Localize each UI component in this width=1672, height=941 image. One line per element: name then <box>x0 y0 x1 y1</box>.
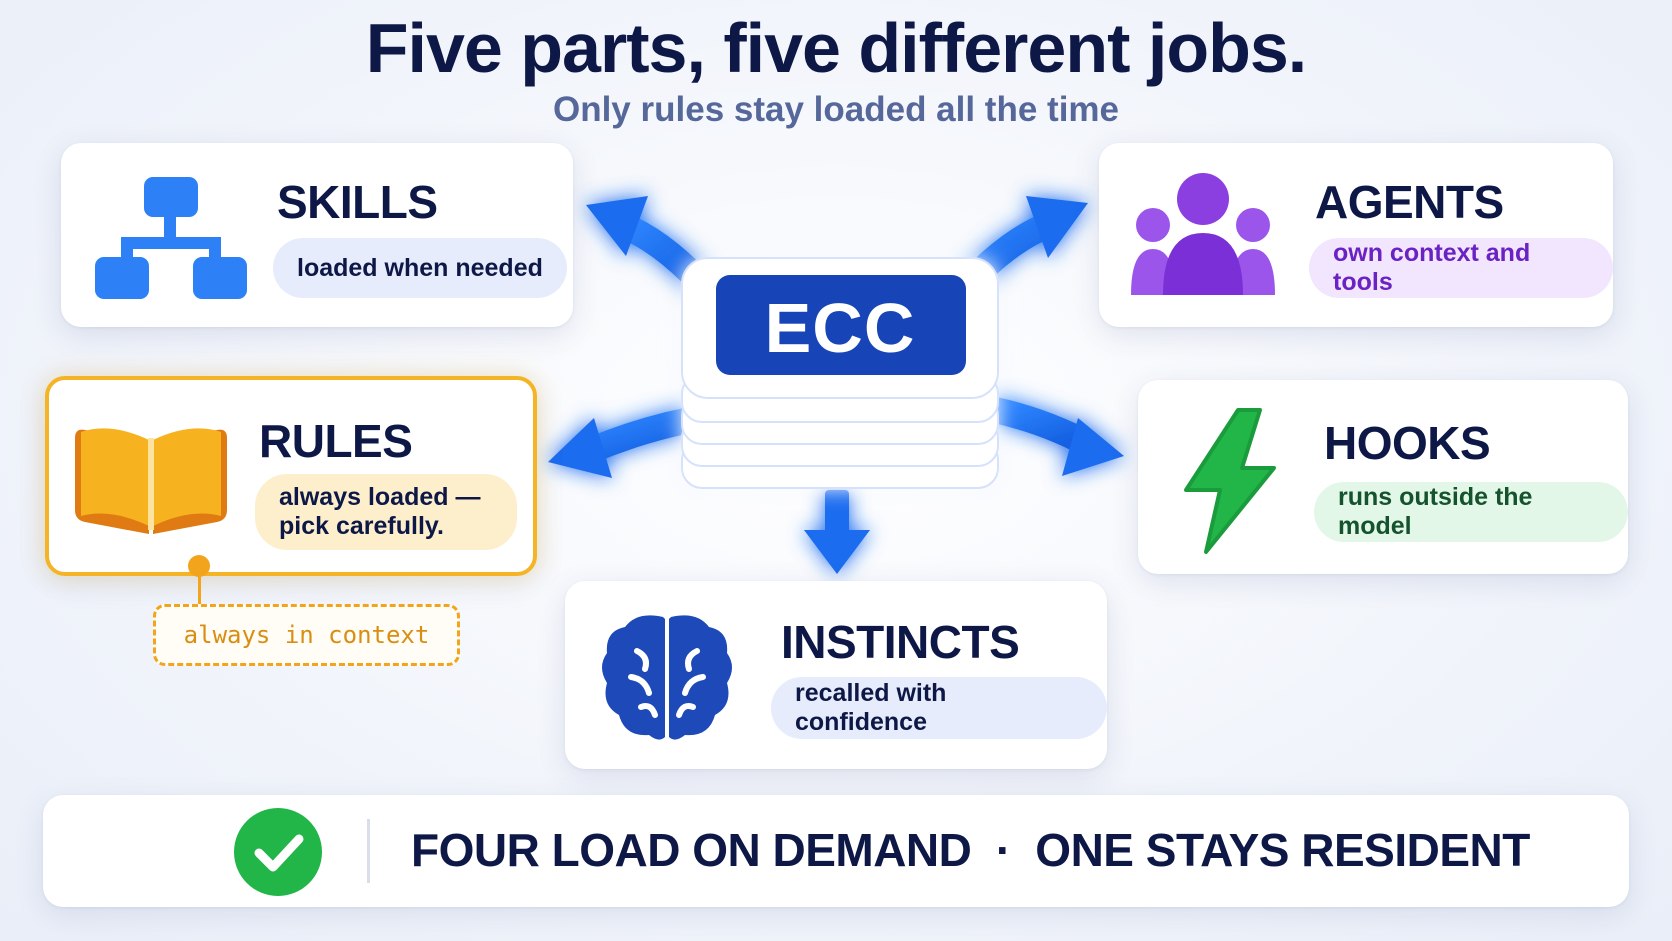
footer-text: FOUR LOAD ON DEMAND · ONE STAYS RESIDENT <box>411 824 1530 876</box>
rules-note: always in context <box>153 604 460 666</box>
hooks-title: HOOKS <box>1324 417 1491 469</box>
lightning-bolt-icon <box>1184 408 1276 554</box>
open-book-icon <box>75 428 227 534</box>
instincts-desc: recalled with confidence <box>771 677 1107 739</box>
arrow-to-skills <box>586 196 713 295</box>
footer-banner: FOUR LOAD ON DEMAND · ONE STAYS RESIDENT <box>43 795 1629 907</box>
ecc-label: ECC <box>764 288 916 367</box>
instincts-title: INSTINCTS <box>781 616 1020 668</box>
agents-desc: own context and tools <box>1309 238 1613 298</box>
agents-card: AGENTS own context and tools <box>1099 143 1613 327</box>
instincts-card: INSTINCTS recalled with confidence <box>565 581 1107 769</box>
rules-connector-line <box>198 565 201 607</box>
people-group-icon <box>1131 173 1275 295</box>
page-title: Five parts, five different jobs. <box>365 9 1307 87</box>
arrow-to-instincts <box>804 490 870 574</box>
agents-title: AGENTS <box>1315 176 1504 228</box>
rules-card: RULES always loaded — pick carefully. <box>45 376 537 576</box>
hooks-desc: runs outside the model <box>1314 482 1628 542</box>
hierarchy-icon <box>95 177 247 299</box>
checkmark-icon <box>234 808 322 896</box>
footer-divider <box>367 819 370 883</box>
skills-card: SKILLS loaded when needed <box>61 143 573 327</box>
rules-connector-dot <box>188 555 210 577</box>
brain-icon <box>602 615 732 740</box>
hooks-card: HOOKS runs outside the model <box>1138 380 1628 574</box>
skills-title: SKILLS <box>277 176 438 228</box>
rules-desc: always loaded — pick carefully. <box>255 474 517 550</box>
arrow-to-hooks <box>982 397 1124 476</box>
rules-title: RULES <box>259 415 413 467</box>
ecc-label-plate <box>716 275 966 375</box>
arrow-to-rules <box>548 407 703 478</box>
page-subtitle: Only rules stay loaded all the time <box>552 90 1119 129</box>
skills-desc: loaded when needed <box>273 238 567 298</box>
